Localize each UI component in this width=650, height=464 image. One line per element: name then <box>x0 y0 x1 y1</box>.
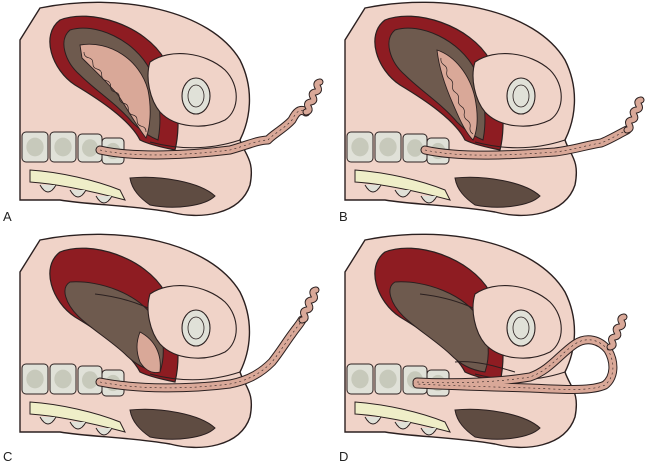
vaginal-canal <box>474 139 566 149</box>
coccyx-process <box>95 427 113 436</box>
vertebra-marrow <box>54 137 72 157</box>
coccyx-process <box>394 421 412 430</box>
vaginal-canal <box>149 139 241 149</box>
panel-label-b: B <box>339 209 348 224</box>
bowel-segment <box>421 126 631 159</box>
coccyx-process <box>364 184 382 193</box>
panel-d: D <box>325 232 650 464</box>
panel-b: B <box>325 0 650 232</box>
pubic-bone <box>181 77 211 115</box>
vertebra-marrow <box>351 137 369 157</box>
pubic-bone-inner <box>512 84 530 108</box>
coccyx-process <box>39 416 57 425</box>
pubic-bone <box>506 309 536 347</box>
sacral-fat <box>354 169 451 201</box>
vertebra-marrow <box>379 137 397 157</box>
vertebra-marrow <box>351 369 369 389</box>
bowel-tail <box>607 314 627 350</box>
vertebra-marrow <box>379 369 397 389</box>
lumen-line <box>454 361 516 373</box>
rectum <box>129 176 216 208</box>
bowel-tail <box>624 97 644 133</box>
coccyx-process <box>69 189 87 198</box>
pubic-bone-inner <box>187 84 205 108</box>
bowel-tail <box>299 287 319 323</box>
panel-c: C <box>0 232 325 464</box>
coccyx-process <box>39 184 57 193</box>
sacral-fat <box>29 401 126 433</box>
rectum <box>129 408 216 440</box>
bowel-segment <box>96 316 306 392</box>
bowel-tail <box>303 79 323 115</box>
coccyx-process <box>394 189 412 198</box>
vertebra-marrow <box>26 137 44 157</box>
coccyx-process <box>364 416 382 425</box>
mucosa-fold-line <box>83 51 147 133</box>
panel-a: A <box>0 0 325 232</box>
panel-label-a: A <box>3 209 12 224</box>
pubic-bone <box>181 309 211 347</box>
panel-label-d: D <box>339 449 349 464</box>
panel-a-illustration <box>19 1 324 217</box>
vertebra-marrow <box>82 139 98 157</box>
rectum <box>454 176 541 208</box>
sacral-fat <box>29 169 126 201</box>
pubic-bone-inner <box>512 316 530 340</box>
vertebra-marrow <box>26 369 44 389</box>
vertebra-marrow <box>407 139 423 157</box>
mucosa-fold-line <box>440 57 474 135</box>
coccyx-process <box>69 421 87 430</box>
panel-label-c: C <box>3 449 13 464</box>
prolapsing-mucosa <box>136 331 161 373</box>
vertebra-marrow <box>82 371 98 389</box>
panel-c-illustration <box>19 233 320 449</box>
coccyx-process <box>95 195 113 204</box>
bowel-texture <box>99 110 307 156</box>
panel-b-illustration <box>344 1 645 217</box>
vaginal-canal <box>149 371 241 381</box>
sacral-fat <box>354 401 451 433</box>
coccyx-process <box>420 427 438 436</box>
coccyx-process <box>420 195 438 204</box>
pubic-bone-inner <box>187 316 205 340</box>
vertebra-marrow <box>54 369 72 389</box>
bowel-texture <box>416 339 614 390</box>
rectum <box>454 408 541 440</box>
panel-d-illustration <box>344 233 628 449</box>
pubic-bone <box>506 77 536 115</box>
